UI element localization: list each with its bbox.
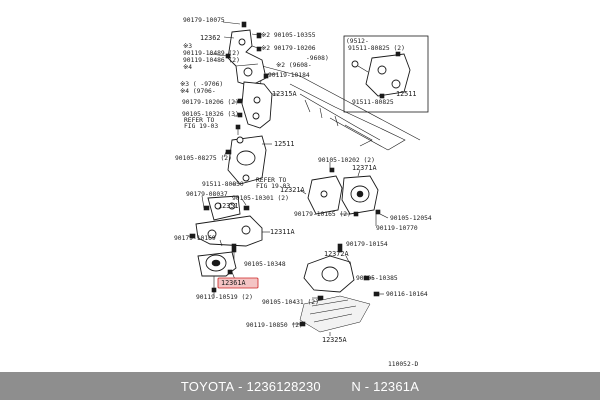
mount-12321A [307, 167, 343, 215]
label-90179-10206: ※2 90179-10206 [261, 45, 316, 52]
insulator-12361A [197, 251, 237, 293]
label-90179-10206-2: 90179-10206 (2) [182, 99, 239, 106]
inset-box [343, 35, 429, 113]
bracket-12325A [299, 295, 371, 333]
label-90179-10154: 90179-10154 [346, 241, 388, 248]
label-90119-10184: 90119-10184 [268, 72, 310, 79]
label-90105-10202: 90105-10202 (2) [318, 157, 375, 164]
label-s4-mid: ※4 (9706- [180, 88, 216, 95]
bracket-12315A [237, 81, 273, 129]
label-s3-top: ※3 [183, 43, 192, 50]
label-90105-08275: 90105-08275 (2) [175, 155, 232, 162]
label-12361A: 12361A [221, 279, 246, 287]
label-diagram-id: 110052-D [388, 361, 419, 368]
footer-brand: TOYOTA [180, 378, 235, 394]
label-90105-10385: 90105-10385 [356, 275, 398, 282]
label-refer-b2: FIG 19-03 [256, 183, 290, 190]
label-90119-10519: 90119-10519 (2) [196, 294, 253, 301]
label-90105-10355: ※2 90105-10355 [261, 32, 316, 39]
label-12371A: 12371A [352, 164, 377, 172]
label-refer-b1: REFER TO [256, 177, 287, 184]
label-90119-10489: 90119-10489 (2) [183, 50, 240, 57]
label-90105-10301: 90105-10301 (2) [232, 195, 289, 202]
label-9608-a: -9608) [306, 55, 329, 62]
label-90105-10431: 90105-10431 (2) [262, 299, 319, 306]
footer-gap [321, 379, 352, 394]
label-90119-10770: 90119-10770 [376, 225, 418, 232]
label-90116-10164: 90116-10164 [386, 291, 428, 298]
label-90105-10348: 90105-10348 [244, 261, 286, 268]
label-91511-80825: 91511-80825 (2) [348, 45, 405, 52]
insulator-12371A [341, 175, 381, 217]
label-inset-12511: 12511 [396, 90, 416, 98]
label-12311A: 12311A [270, 228, 295, 236]
label-12321A: 12321A [280, 186, 305, 194]
leader-lines [188, 21, 389, 336]
label-91511-80850: 91511-80850 [202, 181, 244, 188]
label-s3-mid: ※3 ( -9706) [180, 81, 223, 88]
label-inset-9512: (9512- [346, 38, 369, 45]
highlight-box [217, 277, 259, 289]
label-12362: 12362 [200, 34, 220, 42]
footer-sep1: - [234, 378, 247, 394]
label-91511-80825b: 91511-80825 [352, 99, 394, 106]
label-90119-10486: 90119-10486 (2) [183, 57, 240, 64]
label-12325A: 12325A [322, 336, 347, 344]
label-refer-a1: REFER TO [184, 117, 215, 124]
footer-part-code: N - 12361A [351, 378, 420, 394]
label-90119-10850: 90119-10850 (2) [246, 322, 303, 329]
bracket-12351 [203, 195, 250, 221]
label-90179-10169: 90179-10169 [174, 235, 216, 242]
label-12372A: 12372A [324, 250, 349, 258]
mount-12511 [225, 124, 267, 185]
label-90105-12054: 90105-12054 [390, 215, 432, 222]
label-12315A: 12315A [272, 90, 297, 98]
label-90179-10075: 90179-10075 [183, 17, 225, 24]
callout-labels: 90179-10075 12362 ※2 90105-10355 ※2 9017… [174, 17, 432, 368]
mount-12372A [303, 243, 380, 301]
footer-part-number: 1236128230 [246, 378, 321, 394]
label-refer-a2: FIG 19-03 [184, 123, 218, 130]
label-90179-10165: 90179-10165 (2) [294, 211, 351, 218]
label-90105-10326: 90105-10326 (3) [182, 111, 239, 118]
exploded-view-drawing: 90179-10075 12362 ※2 90105-10355 ※2 9017… [174, 17, 432, 368]
label-12511: 12511 [274, 140, 294, 148]
label-12351: 12351 [218, 202, 238, 210]
part-info-bar: TOYOTA - 1236128230 N - 12361A [0, 372, 600, 400]
bracket-12311A [189, 215, 263, 253]
label-9608-b: ※2 (9608- [276, 62, 312, 69]
label-s4-top: ※4 [183, 64, 192, 71]
label-90179-08037: 90179-08037 [186, 191, 228, 198]
bracket-12362 [225, 21, 269, 87]
